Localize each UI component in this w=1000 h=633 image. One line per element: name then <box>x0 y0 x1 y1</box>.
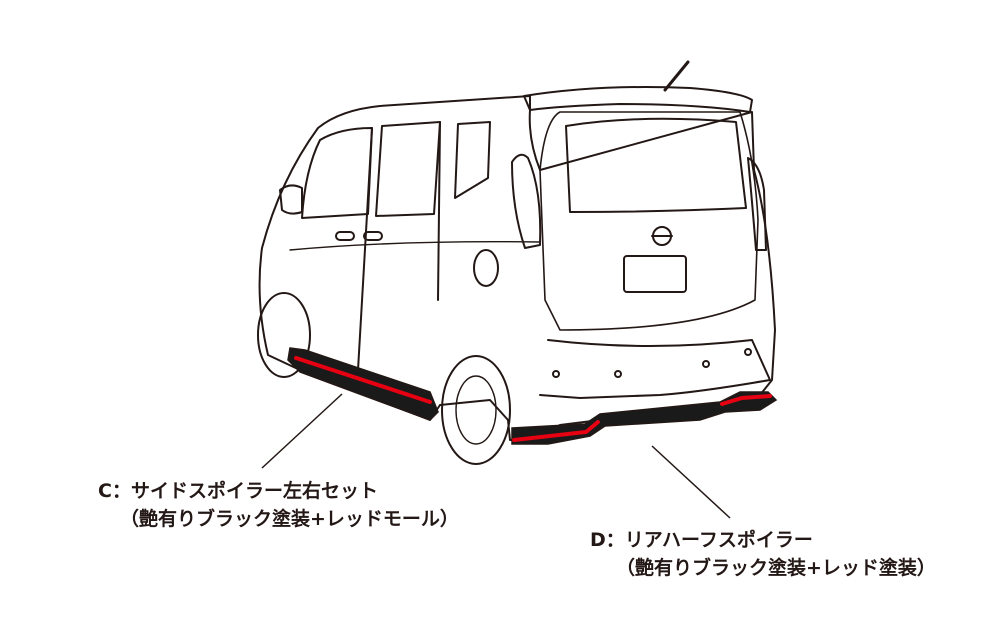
door-handle-rear <box>363 231 383 241</box>
rear-hatch <box>539 111 759 331</box>
license-plate <box>623 255 687 293</box>
leader-line-d <box>651 445 731 519</box>
rear-spoiler-red-left <box>512 420 600 442</box>
quarter-window <box>454 121 491 199</box>
side-spoiler-subtitle: （艶有りブラック塗装+レッドモール） <box>120 508 459 530</box>
callout-side-spoiler: C：サイドスポイラー左右セット （艶有りブラック塗装+レッドモール） <box>98 477 459 533</box>
front-wheel <box>257 292 311 378</box>
side-spoiler-red-mold <box>294 356 432 404</box>
tail-lamp-left <box>511 153 542 249</box>
side-spoiler-title: C：サイドスポイラー左右セット <box>98 480 378 502</box>
rear-door-window <box>375 121 441 217</box>
side-mirror <box>279 184 303 215</box>
rear-spoiler-title: D：リアハーフスポイラー <box>590 529 813 551</box>
rear-window <box>565 117 747 213</box>
rear-spoiler-subtitle: （艶有りブラック塗装+レッド塗装） <box>616 557 936 579</box>
leader-line-c <box>261 393 343 469</box>
antenna <box>663 60 690 92</box>
callout-rear-spoiler: D：リアハーフスポイラー （艶有りブラック塗装+レッド塗装） <box>590 526 936 582</box>
rear-spoiler-red-right <box>720 394 772 406</box>
roof-spoiler <box>523 86 753 113</box>
rear-bumper <box>539 339 771 399</box>
door-handle-front <box>335 231 355 241</box>
front-door-window <box>301 127 373 219</box>
body-outline <box>258 95 776 441</box>
rear-wheel <box>441 355 511 465</box>
fuel-lid <box>473 249 499 287</box>
tail-lamp-right <box>747 157 767 251</box>
side-spoiler-part <box>287 347 439 421</box>
